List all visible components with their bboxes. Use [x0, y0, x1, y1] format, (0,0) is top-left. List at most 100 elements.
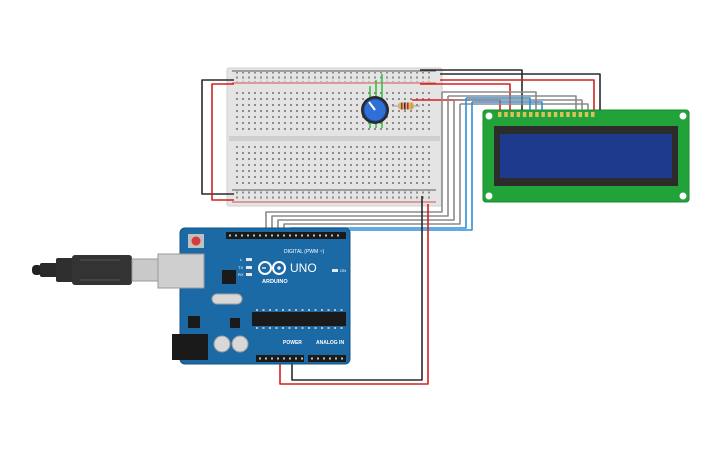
header-pin [256, 327, 258, 329]
usb-plug [131, 258, 161, 282]
led-on [332, 269, 338, 272]
led-on-label: ON [340, 268, 346, 273]
lcd-pin[interactable] [553, 112, 558, 117]
header-pin [275, 309, 278, 311]
header-pin [229, 234, 231, 237]
resistor[interactable] [392, 102, 420, 110]
header-pin [313, 234, 315, 237]
upper-terminal-block [234, 90, 434, 132]
header-pin [319, 234, 321, 237]
voltage-regulator [188, 316, 200, 328]
lcd-display[interactable] [482, 109, 690, 203]
header-pin [269, 327, 271, 329]
lcd-pin[interactable] [584, 112, 589, 117]
lcd-pin[interactable] [572, 112, 576, 117]
header-pin [301, 234, 303, 237]
lcd-pin[interactable] [566, 112, 570, 117]
header-pin [340, 309, 343, 311]
header-pin [265, 357, 267, 360]
wire-d5[interactable] [277, 100, 455, 232]
brand-label: ARDUINO [262, 279, 288, 285]
lcd-mount-hole [679, 192, 687, 200]
wire-5v[interactable] [279, 204, 429, 385]
capacitor [231, 335, 249, 353]
lcd-pin[interactable] [516, 112, 521, 117]
breadboard[interactable] [226, 67, 443, 207]
header-pin [334, 309, 336, 311]
led-tx [246, 266, 252, 269]
header-pin [301, 357, 303, 360]
usb-port[interactable] [157, 253, 205, 289]
header-pin [329, 357, 331, 360]
lcd-pin[interactable] [578, 112, 583, 117]
potentiometer[interactable] [361, 74, 389, 128]
wire-power-left[interactable] [211, 83, 234, 201]
led-rx-label: RX [238, 272, 244, 277]
header-pin [277, 357, 279, 360]
lcd-pin[interactable] [522, 112, 527, 117]
reset-button[interactable] [191, 236, 201, 246]
lcd-pin[interactable] [591, 112, 595, 117]
header-pin [295, 327, 297, 329]
header-pin [247, 234, 249, 237]
top-power-rail [234, 72, 434, 82]
wire-lcd-signal[interactable] [448, 95, 577, 110]
bottom-power-rail [234, 191, 434, 201]
header-pin [325, 234, 327, 237]
wire-ground-lcd-2[interactable] [440, 73, 601, 110]
wire-d11[interactable] [271, 96, 449, 232]
analog-header[interactable] [308, 355, 346, 362]
header-pin [269, 309, 271, 311]
led-l [246, 258, 252, 261]
lcd-pin[interactable] [529, 112, 533, 117]
header-pin [337, 234, 339, 237]
header-pin [262, 327, 265, 329]
wire-lcd-signal[interactable] [454, 99, 583, 110]
header-pin [295, 357, 297, 360]
wire-lcd-signal[interactable] [472, 101, 543, 110]
header-pin [275, 327, 278, 329]
wire-power-lcd-2[interactable] [440, 79, 595, 110]
header-pin [327, 309, 330, 311]
wire-d12[interactable] [265, 92, 443, 232]
header-pin [262, 309, 265, 311]
header-pin [235, 234, 237, 237]
wire-ground-left[interactable] [201, 79, 234, 195]
lcd-pin[interactable] [510, 112, 514, 117]
lower-terminal-block [234, 146, 434, 188]
header-pin [271, 234, 273, 237]
header-pin [317, 357, 319, 360]
header-pin [314, 309, 317, 311]
header-pin [308, 327, 310, 329]
header-pin [265, 234, 267, 237]
lcd-pin[interactable] [504, 112, 508, 117]
wire-gnd[interactable] [291, 196, 423, 381]
wire-lcd-signal[interactable] [466, 97, 531, 110]
header-pin [340, 327, 343, 329]
header-pin [289, 357, 291, 360]
arduino-infinity-logo [258, 261, 286, 275]
power-header[interactable] [256, 355, 304, 362]
digital-header[interactable] [226, 232, 346, 239]
header-pin [321, 327, 323, 329]
dc-power-jack[interactable] [172, 334, 208, 360]
lcd-pin[interactable] [547, 112, 552, 117]
model-label: UNO [290, 261, 317, 275]
header-pin [335, 357, 337, 360]
arduino-uno-board[interactable]: DIGITAL (PWM ~) ARDUINO UNO L TX RX ON [157, 227, 351, 365]
usb-cable[interactable] [32, 255, 161, 285]
power-label: POWER [283, 340, 302, 346]
lcd-pin[interactable] [560, 112, 564, 117]
wire-lcd-signal[interactable] [460, 103, 589, 110]
header-pin [282, 309, 284, 311]
lcd-mount-hole [485, 192, 493, 200]
lcd-pin[interactable] [541, 112, 545, 117]
lcd-pin[interactable] [535, 112, 539, 117]
lcd-pin[interactable] [498, 112, 502, 117]
lcd-screen [500, 134, 672, 178]
header-pin [283, 234, 285, 237]
led-tx-label: TX [238, 265, 243, 270]
header-pin [295, 234, 297, 237]
header-pin [282, 327, 284, 329]
